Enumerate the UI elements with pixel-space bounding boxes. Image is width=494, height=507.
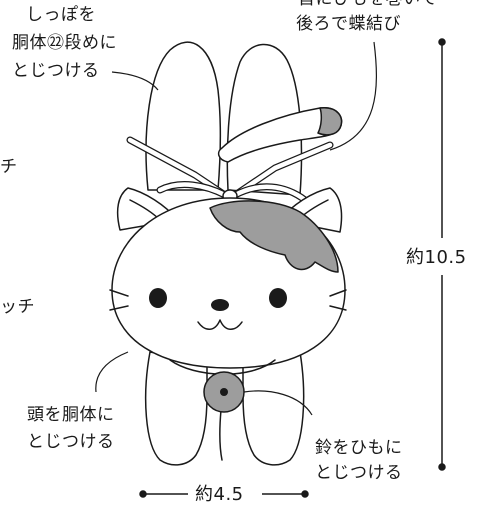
head-spot xyxy=(209,200,339,273)
ribbon-loop-left-inner xyxy=(157,182,228,198)
bell-hole xyxy=(220,388,228,396)
whisker-left-top xyxy=(109,289,129,297)
leader-ribbon xyxy=(329,41,378,151)
bell-label-line1: 鈴をひもに xyxy=(315,438,403,458)
leader-bell xyxy=(243,390,313,416)
height-label: 約10.5 xyxy=(406,247,467,268)
height-dimension-top-dot xyxy=(438,38,446,46)
cat-left-leg xyxy=(144,351,208,466)
whisker-right-top xyxy=(329,289,347,297)
left-eye xyxy=(149,288,167,308)
nose xyxy=(211,299,229,311)
ribbon-label-line2: 後ろで蝶結び xyxy=(296,14,401,34)
whisker-right-bottom xyxy=(329,305,347,311)
tail-label-line2: 胴体㉒段めに xyxy=(12,33,117,53)
leader-head xyxy=(95,351,129,393)
width-dimension-left-dot xyxy=(139,490,147,498)
tail-tip-spot xyxy=(317,107,343,136)
bell-label-line2: とじつける xyxy=(315,463,403,483)
tail-label-line1: しっぽを xyxy=(26,5,96,25)
ribbon-label-line1: 首にひもを巻いて xyxy=(298,0,438,11)
tail-label-line3: とじつける xyxy=(12,61,100,81)
cut-left-label-2: ッチ xyxy=(0,297,35,317)
mouth xyxy=(197,319,243,330)
cat-right-leg xyxy=(242,351,305,466)
width-label: 約4.5 xyxy=(195,484,244,505)
width-dimension-right-dot xyxy=(301,490,309,498)
leader-tail xyxy=(111,71,159,91)
cut-left-label-1: チ xyxy=(0,157,18,177)
height-dimension-bottom-dot xyxy=(438,463,446,471)
whisker-left-bottom xyxy=(109,305,129,311)
right-eye xyxy=(269,288,287,308)
head-label-line1: 頭を胴体に xyxy=(27,405,115,425)
ribbon-loop-right-inner xyxy=(232,184,308,203)
head-label-line2: とじつける xyxy=(27,432,115,452)
